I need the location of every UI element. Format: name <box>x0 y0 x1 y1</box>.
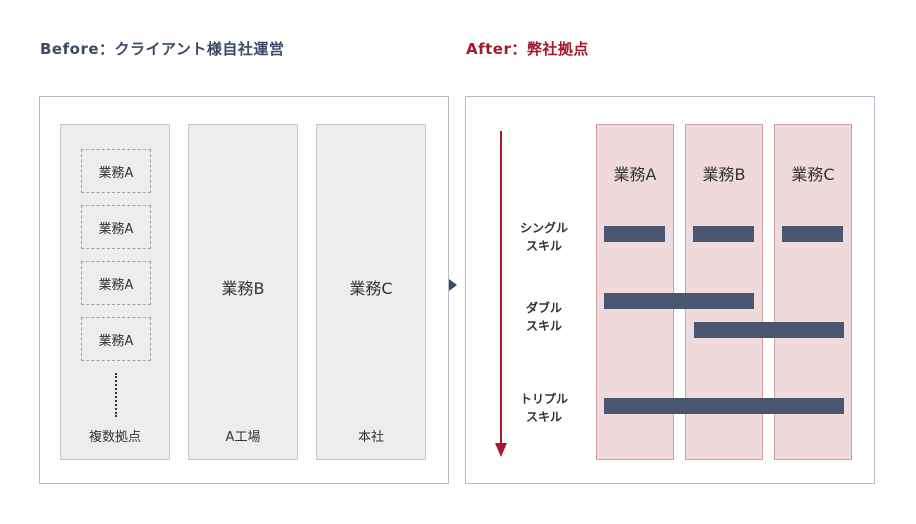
footer-factory: A工場 <box>225 430 261 445</box>
after-task-a-label: 業務A <box>613 165 657 184</box>
skill-double-line1: ダブル <box>525 301 562 315</box>
before-heading: Before：クライアント様自社運営 <box>40 40 285 58</box>
skill-single-line2: スキル <box>525 239 562 253</box>
after-task-b-label: 業務B <box>702 165 746 184</box>
after-heading: After：弊社拠点 <box>466 40 589 58</box>
footer-hq: 本社 <box>357 430 384 445</box>
task-a-box-4: 業務A <box>81 317 151 361</box>
after-panel: 業務A 業務B 業務C シングル スキル ダブル スキル トリプル スキル <box>465 96 875 484</box>
skill-label-single: シングル スキル <box>507 219 581 255</box>
skill-axis <box>500 131 502 445</box>
skill-label-double: ダブル スキル <box>507 299 581 335</box>
task-c-label: 業務C <box>349 279 393 298</box>
skill-single-line1: シングル <box>519 221 568 235</box>
task-b-label: 業務B <box>221 279 265 298</box>
double-skill-bar-bc <box>694 322 844 338</box>
transition-arrow-icon <box>449 279 457 291</box>
before-panel: 業務A 業務A 業務A 業務A 複数拠点 業務B A工場 業務C 本社 <box>39 96 449 484</box>
double-skill-bar-ab <box>604 293 754 309</box>
single-skill-bar-b <box>693 226 754 242</box>
skill-triple-line2: スキル <box>525 410 562 424</box>
single-skill-bar-c <box>782 226 843 242</box>
skill-triple-line1: トリプル <box>519 392 568 406</box>
before-column-factory: 業務B A工場 <box>188 124 298 460</box>
task-a-box-3: 業務A <box>81 261 151 305</box>
footer-multi-site: 複数拠点 <box>88 430 141 445</box>
triple-skill-bar-abc <box>604 398 844 414</box>
after-task-c-label: 業務C <box>791 165 835 184</box>
task-a-box-1: 業務A <box>81 149 151 193</box>
before-column-multi-site: 業務A 業務A 業務A 業務A 複数拠点 <box>60 124 170 460</box>
skill-double-line2: スキル <box>525 319 562 333</box>
single-skill-bar-a <box>604 226 665 242</box>
skill-label-triple: トリプル スキル <box>507 390 581 426</box>
continuation-dots <box>115 373 117 417</box>
axis-arrowhead-icon <box>495 443 507 457</box>
before-column-hq: 業務C 本社 <box>316 124 426 460</box>
task-a-box-2: 業務A <box>81 205 151 249</box>
